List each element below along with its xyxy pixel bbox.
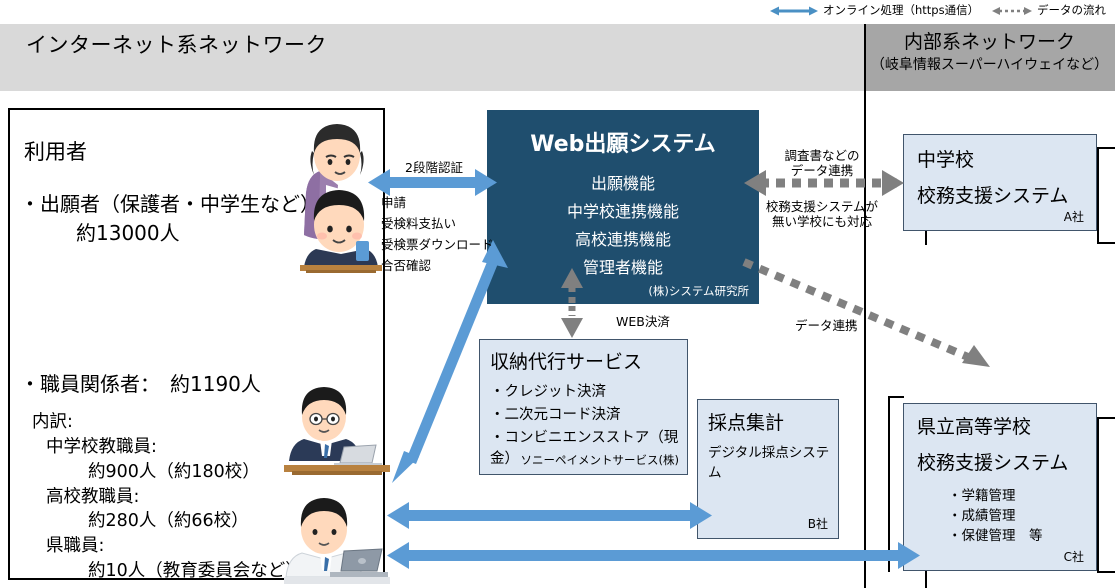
payment-box-title: 収納代行サービス	[490, 351, 643, 373]
phs-box-subtitle: 校務支援システム	[917, 452, 1069, 474]
web-system-function-1: 中学校連携機能	[566, 202, 679, 221]
jhs-box-subtitle: 校務支援システム	[917, 185, 1069, 207]
dataflow-arrow-icon	[992, 7, 1032, 15]
payment-box-item-2: ・コンビニエンスストア（現金）	[490, 430, 679, 467]
payment-box-item-0: ・クレジット決済	[490, 384, 606, 400]
payment-box-item-1: ・二次元コード決済	[490, 407, 621, 423]
users-breakdown-1-label: 高校教職員:	[46, 486, 140, 507]
web-system-title: Web出願システム	[530, 132, 716, 157]
users-applicant-line2: 約13000人	[76, 221, 180, 245]
web-system-function-3: 管理者機能	[582, 258, 663, 277]
web-system-vendor: (株)システム研究所	[648, 284, 749, 298]
illustration-staff-suit	[284, 387, 390, 475]
arrow-web-to-jhs-dataflow	[744, 170, 904, 196]
label-jhs-link-top-1: 調査書などの	[784, 148, 860, 163]
arrow-payment-to-web-up	[561, 268, 583, 303]
wire-jhs-bottom-drop	[925, 231, 927, 245]
label-web-payment: WEB決済	[616, 314, 670, 329]
network-divider	[864, 24, 866, 588]
users-breakdown-label: 内訳:	[32, 412, 73, 432]
prefectural-high-school-box: 県立高等学校 校務支援システム ・学籍管理 ・成績管理 ・保健管理 等 C社	[903, 403, 1097, 571]
band-internal-network: 内部系ネットワーク （岐阜情報スーパーハイウェイなど）	[864, 24, 1115, 91]
label-data-link: データ連携	[795, 318, 858, 333]
users-staff-total: ・職員関係者： 約1190人	[20, 372, 261, 396]
legend-item-online: オンライン処理（https通信）	[770, 4, 979, 18]
phs-box-item-2: ・保健管理 等	[948, 528, 1043, 544]
scoring-aggregation-box: 採点集計 デジタル採点システム B社	[697, 399, 839, 539]
band-internet-network: インターネット系ネットワーク	[0, 24, 864, 91]
users-breakdown-0-value: 約900人（約180校）	[88, 461, 260, 482]
label-jhs-link-bottom-2: 無い学校にも対応	[771, 214, 872, 229]
junior-high-school-box: 中学校 校務支援システム A社	[903, 134, 1097, 231]
label-user-action-3: 合否確認	[381, 258, 432, 273]
wire-phs-bottom-drop	[925, 571, 927, 588]
web-system-function-2: 高校連携機能	[574, 230, 671, 249]
band-internal-title: 内部系ネットワーク	[903, 31, 1075, 53]
scoring-box-vendor: B社	[807, 517, 828, 531]
label-jhs-link-top-2: データ連携	[790, 163, 854, 178]
phs-box-title: 県立高等学校	[917, 416, 1032, 438]
phs-box-vendor: C社	[1063, 550, 1084, 564]
scoring-box-title: 採点集計	[708, 412, 785, 434]
wire-phs-top-stub	[1097, 417, 1115, 419]
phs-box-item-0: ・学籍管理	[948, 488, 1016, 504]
arrow-staff-to-phs	[387, 542, 920, 569]
arrow-web-to-phs-dataflow	[742, 258, 990, 367]
wire-phs-left-vertical	[888, 396, 890, 572]
wire-jhs-top-stub	[1097, 147, 1115, 149]
users-breakdown-2-label: 県職員:	[46, 536, 105, 557]
jhs-box-vendor: A社	[1063, 210, 1084, 224]
phs-box-item-1: ・成績管理	[948, 508, 1016, 524]
band-internet-title: インターネット系ネットワーク	[26, 33, 327, 57]
users-breakdown-2-value: 約10人（教育委員会など）	[88, 561, 303, 582]
users-breakdown: 内訳: 中学校教職員: 約900人（約180校） 高校教職員: 約280人（約6…	[32, 410, 303, 584]
users-breakdown-1-value: 約280人（約66校）	[88, 511, 249, 532]
illustration-staff-labcoat	[284, 498, 390, 584]
payment-box-vendor: ソニーペイメントサービス(株)	[520, 453, 679, 467]
band-internal-subtitle: （岐阜情報スーパーハイウェイなど）	[870, 57, 1109, 73]
scoring-box-subtitle: デジタル採点システム	[708, 445, 830, 481]
wire-jhs-right-vertical	[1097, 147, 1099, 243]
label-user-action-0: 申請	[381, 195, 407, 210]
legend-item-dataflow: データの流れ	[992, 4, 1106, 18]
arrow-staff-to-web	[392, 240, 508, 483]
label-user-action-2: 受検票ダウンロード	[381, 237, 494, 252]
payment-agency-box: 収納代行サービス ・クレジット決済 ・二次元コード決済 ・コンビニエンスストア（…	[479, 339, 688, 475]
wire-phs-bottom-stub	[1097, 571, 1115, 573]
arrow-staff-to-scoring	[387, 502, 712, 529]
users-applicant-line1: ・出願者（保護者・中学生など）	[20, 192, 320, 216]
wire-phs-right-vertical	[1097, 417, 1099, 572]
jhs-box-title: 中学校	[917, 149, 975, 171]
label-jhs-link-bottom-1: 校務支援システムが	[765, 199, 879, 214]
legend-online-label: オンライン処理（https通信）	[823, 3, 980, 18]
arrow-user-to-web	[368, 169, 497, 196]
users-breakdown-0-label: 中学校教職員:	[46, 436, 157, 457]
users-title: 利用者	[24, 140, 87, 164]
online-arrow-icon	[770, 6, 818, 16]
wire-phs-left-top-stub	[888, 396, 904, 398]
wire-jhs-bottom-stub	[1097, 242, 1115, 244]
legend: オンライン処理（https通信） データの流れ	[770, 2, 1115, 22]
users-applicant: ・出願者（保護者・中学生など） 約13000人	[20, 190, 320, 248]
label-two-factor-auth: 2段階認証	[405, 160, 463, 175]
arrow-web-to-payment-down	[561, 306, 583, 338]
web-system-function-0: 出願機能	[590, 174, 655, 193]
legend-dataflow-label: データの流れ	[1037, 3, 1106, 18]
web-application-system-box: Web出願システム 出願機能 中学校連携機能 高校連携機能 管理者機能 (株)シ…	[487, 110, 759, 304]
users-panel: 利用者 ・出願者（保護者・中学生など） 約13000人 ・職員関係者： 約119…	[8, 108, 390, 584]
label-user-action-1: 受検料支払い	[381, 216, 457, 231]
illustration-parent-and-student	[300, 124, 382, 273]
